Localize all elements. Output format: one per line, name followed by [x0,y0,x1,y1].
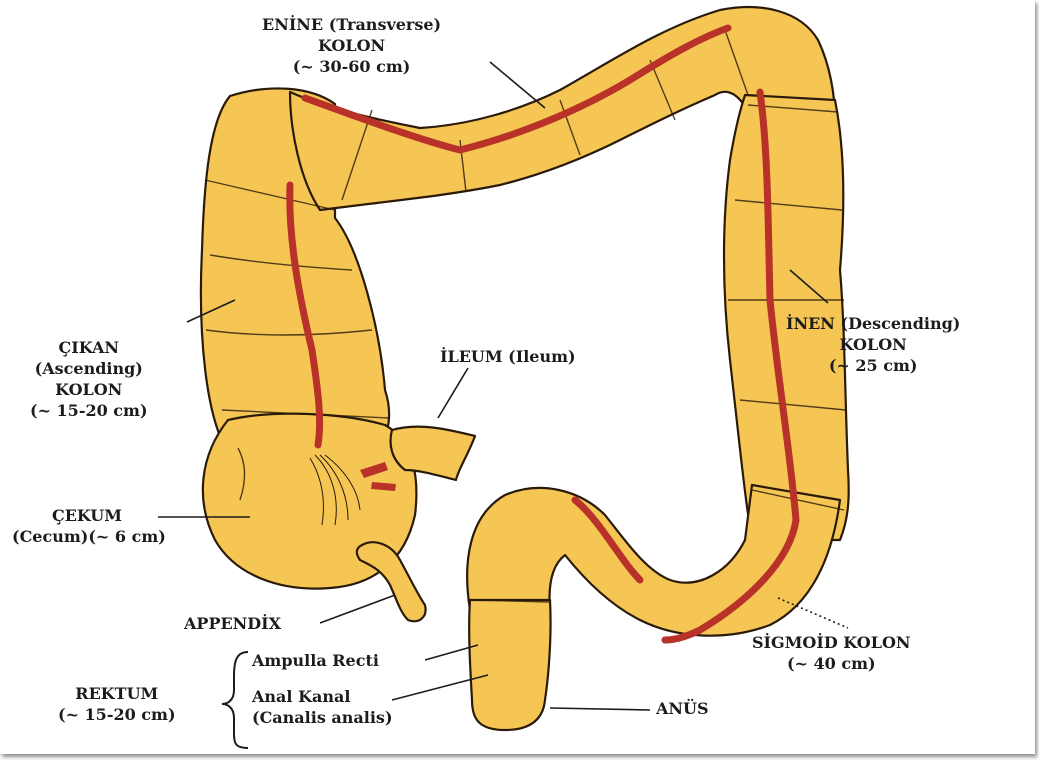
appendix-label: APPENDİX [184,613,281,634]
ascending-colon-label: ÇIKAN (Ascending) KOLON (~ 15-20 cm) [30,337,148,421]
rectum-label: REKTUM (~ 15-20 cm) [58,683,176,725]
rectum [469,600,550,730]
ileum-label: İLEUM (Ileum) [440,346,576,367]
cecum-label: ÇEKUM (Cecum)(~ 6 cm) [12,505,166,547]
sigmoid-colon-label: SİGMOİD KOLON (~ 40 cm) [752,632,911,674]
transverse-colon-label: ENİNE (Transverse) KOLON (~ 30-60 cm) [262,14,441,77]
ampulla-recti-label: Ampulla Recti [252,650,379,671]
anal-canal-label: Anal Kanal (Canalis analis) [252,686,393,728]
appendix [357,542,426,621]
anus-label: ANÜS [656,698,709,719]
rectum-brace [222,652,248,748]
descending-colon-label: İNEN (Descending) KOLON (~ 25 cm) [786,313,960,376]
